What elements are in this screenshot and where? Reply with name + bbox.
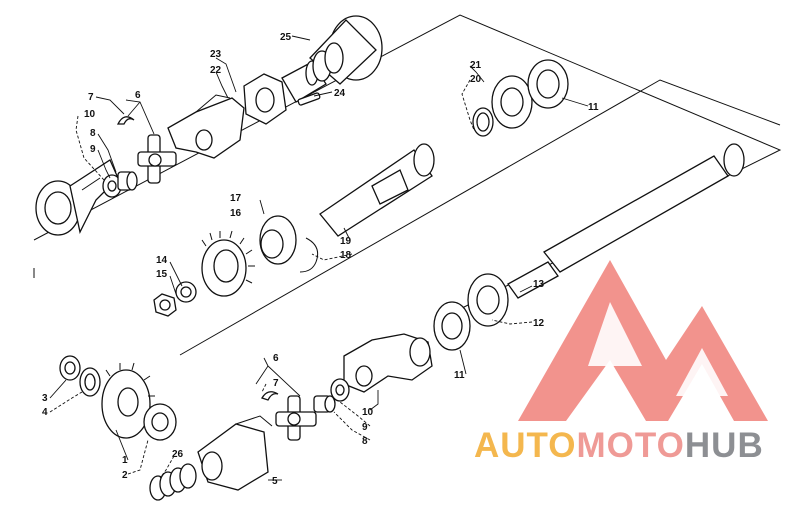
callout-6-upper: 6 xyxy=(135,90,141,101)
callout-11-upper: 11 xyxy=(588,102,599,113)
cross-spider-lower xyxy=(275,395,317,441)
callout-23: 23 xyxy=(210,49,222,60)
flange-23 xyxy=(243,73,287,125)
callout-4: 4 xyxy=(42,407,48,418)
shim-2 xyxy=(143,403,177,441)
callout-7-upper: 7 xyxy=(88,92,94,103)
callout-20: 20 xyxy=(470,74,482,85)
washer-15 xyxy=(175,281,197,303)
snap-ring-7-upper xyxy=(116,116,135,125)
callout-10-lower: 10 xyxy=(362,407,374,418)
bearing-17 xyxy=(259,215,297,265)
snap-ring-18 xyxy=(299,237,319,273)
yoke-5 xyxy=(197,415,273,491)
callout-24: 24 xyxy=(334,88,346,99)
leader-lines xyxy=(49,35,589,481)
callout-7-lower: 7 xyxy=(273,378,279,389)
pinion-gear-16 xyxy=(201,230,255,297)
pinion-shaft-19 xyxy=(319,143,435,237)
seal-11-middle xyxy=(433,301,471,351)
washer-9-lower xyxy=(330,378,350,402)
callout-3: 3 xyxy=(42,393,48,404)
callout-9-lower: 9 xyxy=(362,422,368,433)
nut-3 xyxy=(59,355,81,381)
yoke-22 xyxy=(167,94,245,159)
callout-14: 14 xyxy=(156,255,168,266)
callout-19: 19 xyxy=(340,236,352,247)
snap-ring-7-lower xyxy=(261,391,279,401)
long-shaft xyxy=(507,143,745,299)
callout-6-lower: 6 xyxy=(273,353,279,364)
callout-8-upper: 8 xyxy=(90,128,96,139)
seal-11-upper xyxy=(527,59,569,109)
watermark-moto: MOTO xyxy=(576,426,685,465)
callout-5: 5 xyxy=(272,476,278,487)
callout-labels: 7 10 8 9 6 23 22 25 24 21 20 11 17 16 19… xyxy=(42,32,599,487)
bevel-gear-1 xyxy=(101,362,155,439)
bearing-cap-8-lower xyxy=(313,395,336,413)
bearing-21 xyxy=(491,75,533,129)
yoke-10-lower xyxy=(343,333,433,393)
callout-9-upper: 9 xyxy=(90,144,96,155)
nut-14 xyxy=(153,293,177,317)
callout-16: 16 xyxy=(230,208,242,219)
callout-17: 17 xyxy=(230,193,242,204)
middle-panel-border xyxy=(33,79,781,356)
cross-spider-upper xyxy=(137,134,177,184)
washer-4 xyxy=(79,367,101,397)
callout-10-upper: 10 xyxy=(84,109,96,120)
callout-26: 26 xyxy=(172,449,184,460)
watermark-logo-icon xyxy=(518,260,768,421)
callout-11-middle: 11 xyxy=(454,370,465,381)
watermark-auto: AUTO xyxy=(474,426,577,465)
callout-25: 25 xyxy=(280,32,292,43)
springs-26 xyxy=(149,463,197,501)
bearing-cap-8-upper xyxy=(117,171,138,191)
bearing-12 xyxy=(467,273,509,327)
watermark-wordmark: AUTOMOTOHUB xyxy=(474,426,764,466)
callout-1: 1 xyxy=(122,455,128,466)
washer-9-upper xyxy=(102,174,122,198)
callout-12: 12 xyxy=(533,318,545,329)
callout-22: 22 xyxy=(210,65,222,76)
ring-20 xyxy=(472,107,494,137)
callout-13: 13 xyxy=(533,279,545,290)
watermark-hub: HUB xyxy=(684,426,764,465)
yoke-left xyxy=(35,159,119,236)
automotohub-watermark: AUTOMOTOHUB xyxy=(470,256,800,514)
callout-8-lower: 8 xyxy=(362,436,368,447)
callout-18: 18 xyxy=(340,250,352,261)
callout-2: 2 xyxy=(122,470,128,481)
boot-25 xyxy=(309,15,383,85)
callout-15: 15 xyxy=(156,269,168,280)
callout-21: 21 xyxy=(470,60,482,71)
